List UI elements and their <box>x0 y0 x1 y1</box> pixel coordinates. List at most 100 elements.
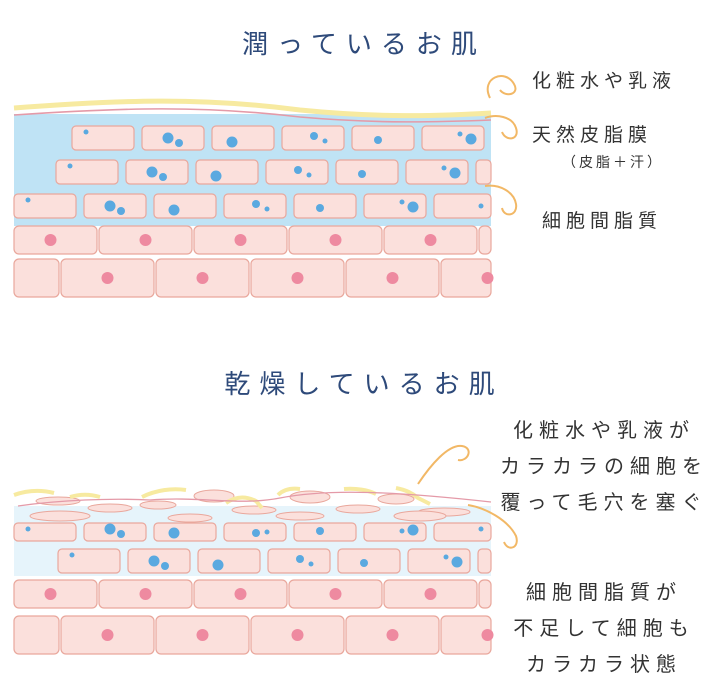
flaking-cell <box>139 500 177 510</box>
flaking-cell <box>377 493 415 505</box>
cell-nucleus <box>329 588 342 600</box>
label-sebum-film-sub: （皮脂＋汗） <box>562 155 664 171</box>
moist-skin-section <box>13 98 494 298</box>
water-droplet <box>159 173 167 181</box>
cell-nucleus <box>481 272 494 284</box>
water-droplet <box>83 129 89 135</box>
water-droplet <box>69 552 75 558</box>
sebum-film-pink-line <box>13 108 492 123</box>
flaking-cell <box>87 503 133 513</box>
water-droplet <box>210 170 222 182</box>
water-droplet <box>294 166 302 174</box>
water-droplet <box>117 207 125 215</box>
cell-nucleus <box>44 588 57 600</box>
water-droplet <box>358 170 366 178</box>
water-droplet <box>478 203 484 209</box>
dry-flaking-cells <box>29 489 471 523</box>
leader-sebum-film <box>484 115 518 140</box>
water-droplet <box>443 554 449 560</box>
stratum-cell <box>211 125 275 151</box>
stratum-cell <box>293 522 357 542</box>
stratum-cell <box>335 159 399 185</box>
flaking-cell <box>193 489 235 503</box>
leader-moisturizer-dry <box>417 444 470 485</box>
cell-nucleus <box>424 234 437 246</box>
water-droplet <box>168 527 180 539</box>
water-droplet <box>441 165 447 171</box>
moist-stratum-corneum-cells <box>13 125 492 219</box>
water-droplet <box>25 197 31 203</box>
water-droplet <box>322 138 328 144</box>
basal-cell <box>13 258 60 298</box>
water-droplet <box>226 136 238 148</box>
water-droplet <box>67 163 73 169</box>
water-droplet <box>457 131 463 137</box>
basal-cell <box>13 615 60 655</box>
water-droplet <box>449 167 461 179</box>
water-droplet <box>399 199 405 205</box>
stratum-cell <box>421 125 485 151</box>
patchy-moisturizer-film <box>13 486 492 510</box>
dry-stratum-corneum-cells <box>13 522 492 574</box>
water-droplet <box>252 529 260 537</box>
basal-cell <box>478 579 492 609</box>
water-droplet <box>212 559 224 571</box>
label-moisturizer-dry: 化粧水や乳液が カラカラの細胞を 覆って毛穴を塞ぐ <box>480 412 728 520</box>
label-moisturizer: 化粧水や乳液 <box>532 70 677 92</box>
leader-lines <box>417 75 518 549</box>
stratum-cell <box>153 193 217 219</box>
label-lipids-dry-line: カラカラ状態 <box>526 652 682 676</box>
dry-basal-cells <box>13 579 494 655</box>
stratum-cell <box>197 548 261 574</box>
cell-nucleus <box>386 272 399 284</box>
moist-basal-cells <box>13 225 494 298</box>
water-droplet <box>148 555 160 567</box>
cell-nucleus <box>291 272 304 284</box>
leader-lipids-top <box>484 184 518 216</box>
flaking-cell <box>289 490 331 504</box>
stratum-cell <box>433 193 492 219</box>
cell-nucleus <box>329 234 342 246</box>
stratum-cell <box>293 193 357 219</box>
flaking-cell <box>275 511 325 521</box>
flaking-cell <box>29 510 91 522</box>
water-droplet <box>168 204 180 216</box>
flaking-cell <box>231 505 277 515</box>
water-droplet <box>104 523 116 535</box>
basal-cell <box>478 225 492 255</box>
stratum-cell <box>13 522 77 542</box>
water-droplet <box>117 530 125 538</box>
label-lipids-dry-line: 不足して細胞も <box>513 616 695 640</box>
dry-skin-section <box>13 486 494 655</box>
water-droplet <box>308 561 314 567</box>
leader-moisturizer-top <box>486 75 517 99</box>
water-droplet <box>25 526 31 532</box>
cell-nucleus <box>481 629 494 641</box>
flaking-cell <box>167 513 213 523</box>
cell-nucleus <box>44 234 57 246</box>
stratum-cell <box>405 159 469 185</box>
water-droplet <box>407 201 419 213</box>
water-droplet <box>399 528 405 534</box>
water-droplet <box>316 527 324 535</box>
stratum-cell <box>363 193 427 219</box>
sebum-film-yellow <box>13 98 492 119</box>
cell-nucleus <box>101 629 114 641</box>
label-lipids-dry: 細胞間脂質が 不足して細胞も カラカラ状態 <box>494 574 714 682</box>
water-droplet <box>478 526 484 532</box>
cell-nucleus <box>139 588 152 600</box>
cell-nucleus <box>386 629 399 641</box>
cell-nucleus <box>234 234 247 246</box>
water-droplet <box>306 172 312 178</box>
cell-nucleus <box>101 272 114 284</box>
water-droplet <box>407 524 419 536</box>
label-moisturizer-dry-line: 化粧水や乳液が <box>513 418 695 442</box>
stratum-cell <box>83 522 147 542</box>
stratum-cell <box>433 522 492 542</box>
stratum-cell <box>477 548 492 574</box>
water-droplet <box>146 166 158 178</box>
stratum-cell <box>337 548 401 574</box>
label-lipids: 細胞間脂質 <box>542 210 663 232</box>
cell-nucleus <box>291 629 304 641</box>
